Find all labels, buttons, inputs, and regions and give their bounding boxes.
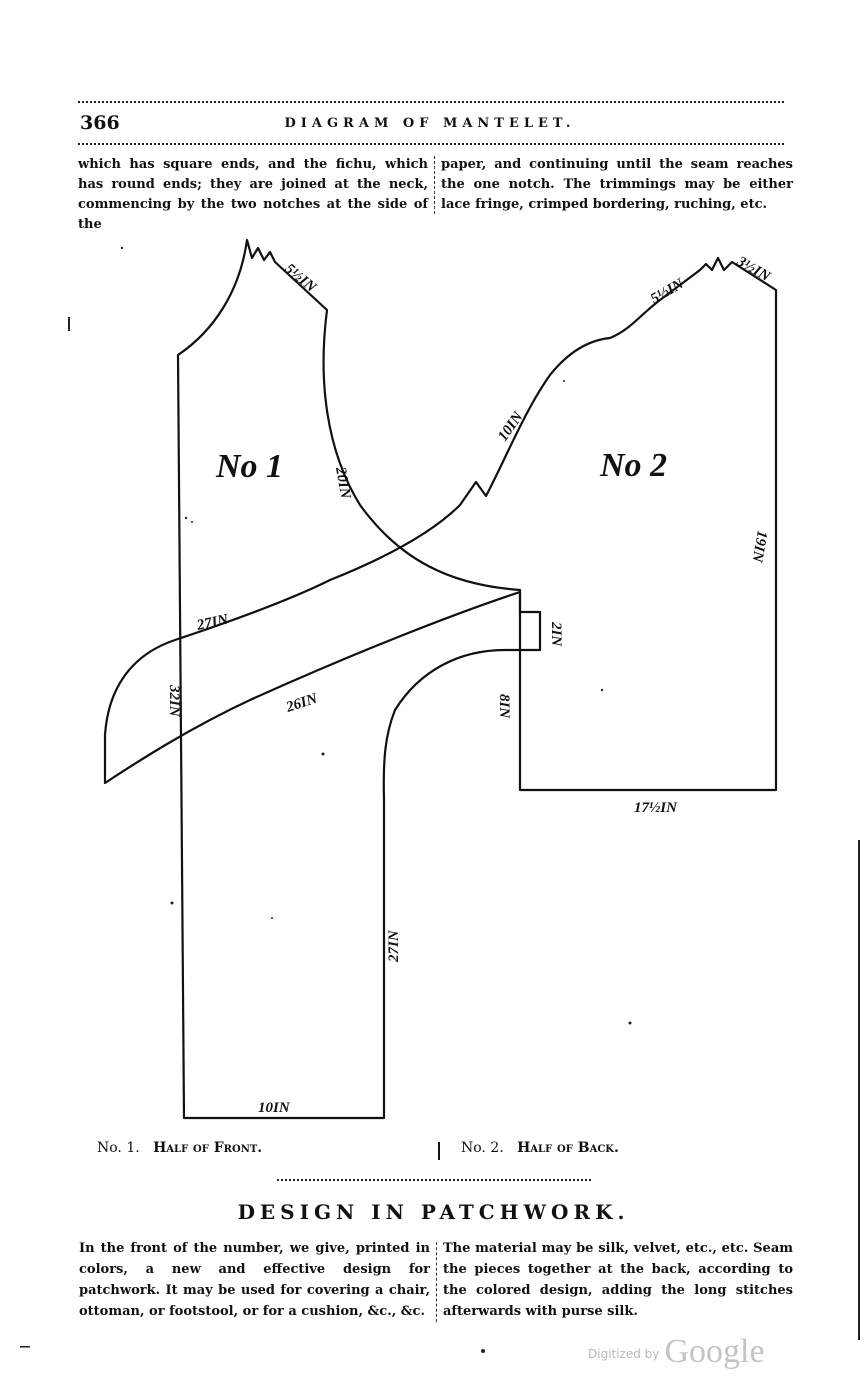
caption-no2-desc: Half of Back. <box>517 1140 619 1156</box>
intro-right-column: paper, and continuing until the seam rea… <box>441 155 793 215</box>
measure-armhole1: 20IN <box>332 465 354 501</box>
measure-bottom2: 17½IN <box>634 800 678 816</box>
measure-side1: 32IN <box>166 684 182 718</box>
column-divider <box>434 156 435 214</box>
measure-bodice1: 27IN <box>195 611 231 634</box>
digitized-watermark: Digitized by Google <box>588 1333 765 1371</box>
measure-neck1: 5½IN <box>281 261 319 297</box>
watermark-prefix: Digitized by <box>588 1347 660 1361</box>
piece-2-label: No 2 <box>599 447 667 484</box>
section-right-column: The material may be silk, velvet, etc., … <box>443 1238 793 1322</box>
running-title: DIAGRAM OF MANTELET. <box>284 116 576 131</box>
section-rule <box>277 1179 591 1181</box>
section-right-text: The material may be silk, velvet, etc., … <box>443 1241 793 1319</box>
intro-left-text: which has square ends, and the fichu, wh… <box>78 157 428 232</box>
piece-1-outline <box>176 238 522 1120</box>
piece-2-outline <box>103 256 778 792</box>
top-rule <box>78 101 784 103</box>
caption-no2-number: No. 2. <box>461 1140 504 1156</box>
measure-curve2: 10IN <box>495 408 527 444</box>
measure-shoulder2b: 3½IN <box>733 253 774 286</box>
caption-no1: No. 1. Half of Front. <box>97 1140 262 1156</box>
measure-notch2: 2IN <box>548 621 564 647</box>
caption-no2: No. 2. Half of Back. <box>461 1140 619 1156</box>
caption-no1-number: No. 1. <box>97 1140 140 1156</box>
measure-front-edge1: 27IN <box>386 929 402 963</box>
google-logo: Google <box>664 1333 765 1370</box>
measure-shoulder2a: 5½IN <box>648 275 688 307</box>
print-specks <box>20 246 860 1353</box>
measure-diag1: 26IN <box>283 690 320 716</box>
header-bottom-rule <box>78 143 784 145</box>
caption-no1-desc: Half of Front. <box>153 1140 263 1156</box>
page-number: 366 <box>80 112 120 134</box>
measure-inner2: 8IN <box>496 694 512 719</box>
measure-right2: 19IN <box>748 529 769 564</box>
intro-left-column: which has square ends, and the fichu, wh… <box>78 155 428 235</box>
piece-1-label: No 1 <box>215 448 283 485</box>
section-left-text: In the front of the number, we give, pri… <box>79 1241 430 1319</box>
intro-right-text: paper, and continuing until the seam rea… <box>441 157 793 212</box>
caption-divider <box>438 1142 440 1160</box>
section-heading: DESIGN IN PATCHWORK. <box>237 1200 630 1224</box>
section-left-column: In the front of the number, we give, pri… <box>79 1238 430 1322</box>
measure-bottom1: 10IN <box>258 1100 291 1116</box>
section-column-divider <box>436 1242 437 1322</box>
